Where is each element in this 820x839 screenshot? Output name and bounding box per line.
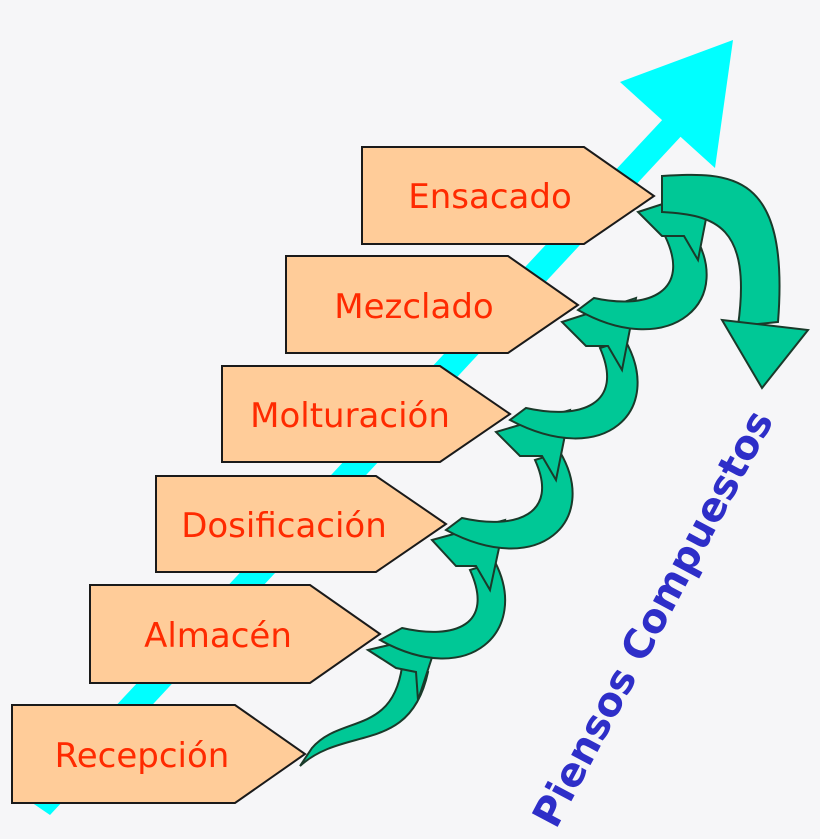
step-label: Recepción	[55, 736, 230, 776]
step-box	[285, 255, 580, 354]
connector-body	[661, 173, 781, 328]
connector-head	[720, 318, 810, 390]
step-label: Ensacado	[408, 177, 572, 217]
step-box	[155, 475, 448, 573]
step-ensacado: Ensacado	[361, 146, 656, 245]
trend-arrow-head	[620, 40, 733, 168]
step-label: Almacén	[144, 616, 292, 656]
step-dosificacion: Dosificación	[155, 475, 448, 573]
step-mezclado: Mezclado	[285, 255, 580, 354]
step-label: Mezclado	[334, 287, 493, 327]
step-molturacion: Molturación	[221, 365, 512, 463]
connector-body	[299, 665, 430, 767]
step-box	[361, 146, 656, 245]
step-box	[11, 704, 307, 804]
step-label: Dosificación	[181, 506, 387, 546]
connector-output	[661, 173, 810, 390]
step-recepcion: Recepción	[11, 704, 307, 804]
step-almacen: Almacén	[89, 584, 382, 684]
step-box	[221, 365, 512, 463]
step-box	[89, 584, 382, 684]
step-label: Molturación	[250, 396, 450, 436]
